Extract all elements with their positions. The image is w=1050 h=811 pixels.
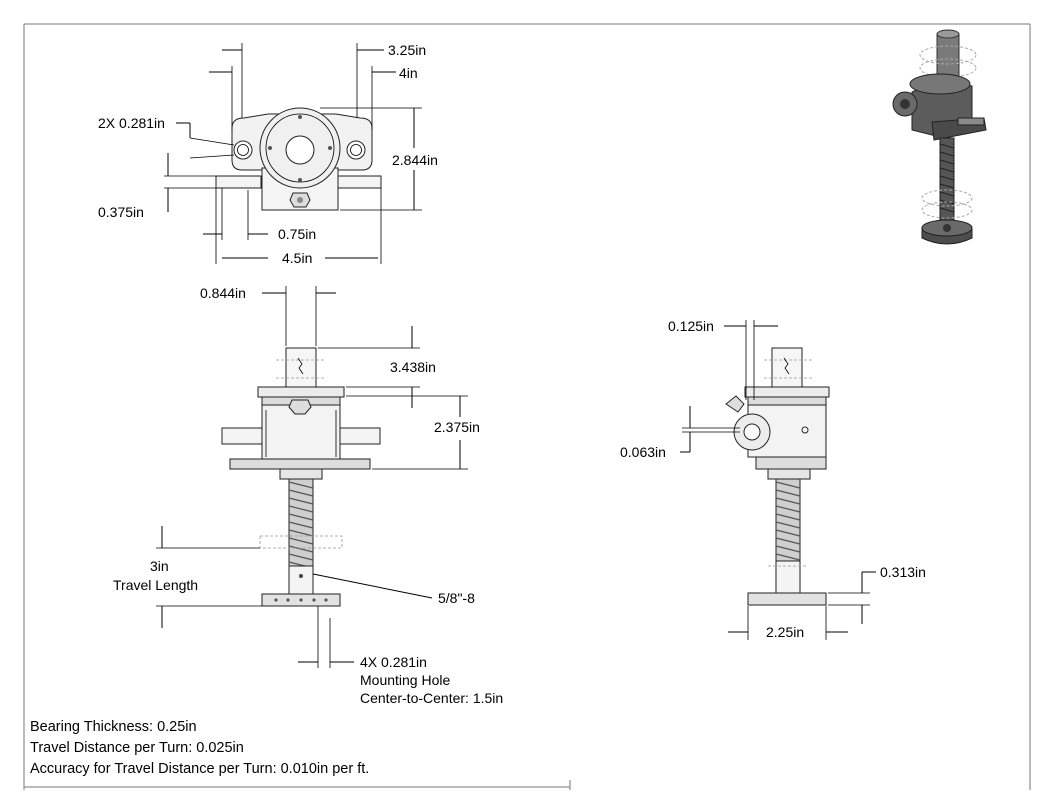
dim-2-25: 2.25in xyxy=(766,624,804,640)
dim-2-375: 2.375in xyxy=(434,419,480,435)
side-view-dimension-lines xyxy=(680,320,876,640)
side-view-dimension-labels: 0.125in 0.063in 0.313in 2.25in xyxy=(620,318,926,640)
dim-4-5: 4.5in xyxy=(282,250,312,266)
note-travel-per-turn: Travel Distance per Turn: 0.025in xyxy=(30,740,244,756)
front-view xyxy=(221,347,381,607)
dim-2x-0-281: 2X 0.281in xyxy=(98,115,165,131)
dim-0-313: 0.313in xyxy=(880,564,926,580)
top-view xyxy=(215,107,382,211)
isometric-view xyxy=(892,29,987,245)
dim-thread: 5/8"-8 xyxy=(438,590,475,606)
sheet-border xyxy=(23,23,1031,790)
dim-0-063: 0.063in xyxy=(620,444,666,460)
dim-0-125: 0.125in xyxy=(668,318,714,334)
dim-3-25: 3.25in xyxy=(388,42,426,58)
front-view-dimension-lines xyxy=(156,286,468,668)
note-bearing-thickness: Bearing Thickness: 0.25in xyxy=(30,719,197,735)
dim-3-438: 3.438in xyxy=(390,359,436,375)
front-view-dimension-labels: 0.844in 3.438in 2.375in 3in Travel Lengt… xyxy=(113,285,503,706)
note-accuracy: Accuracy for Travel Distance per Turn: 0… xyxy=(30,761,370,777)
side-view xyxy=(725,347,830,606)
dim-0-844: 0.844in xyxy=(200,285,246,301)
dim-4: 4in xyxy=(399,65,418,81)
top-view-dimension-labels: 3.25in 4in 2X 0.281in 2.844in 0.375in 0.… xyxy=(98,42,438,266)
dim-mount-cc: Center-to-Center: 1.5in xyxy=(360,690,503,706)
dim-travel-value: 3in xyxy=(150,558,169,574)
dim-0-75: 0.75in xyxy=(278,226,316,242)
dim-mount-hole: 4X 0.281in xyxy=(360,654,427,670)
dim-mount-hole-label: Mounting Hole xyxy=(360,672,450,688)
dim-2-844: 2.844in xyxy=(392,152,438,168)
dim-travel-label: Travel Length xyxy=(113,577,198,593)
dim-0-375: 0.375in xyxy=(98,204,144,220)
top-view-dimension-lines xyxy=(164,43,422,264)
